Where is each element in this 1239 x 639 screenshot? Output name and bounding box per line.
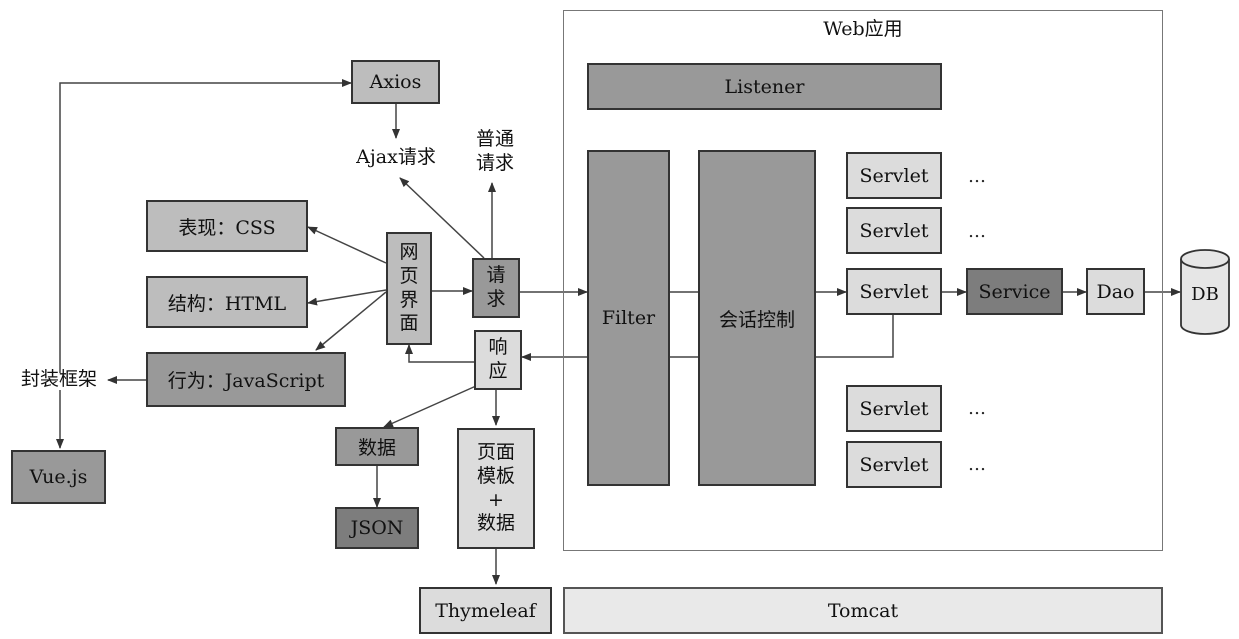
webapp-title: Web应用 (823, 18, 903, 40)
session-control-box: 会话控制 (698, 150, 816, 486)
normal-request-label: 普通 请求 (475, 128, 514, 174)
ellipsis-1: … (968, 166, 988, 187)
servlet-box-1: Servlet (846, 152, 942, 199)
db-label: DB (1191, 284, 1219, 305)
arrow-page-html (307, 289, 387, 306)
filter-box: Filter (587, 150, 670, 486)
ellipsis-2: … (968, 221, 988, 242)
template-data-box: 页面 模板 + 数据 (457, 428, 535, 549)
arrow-response-data (383, 385, 477, 428)
ellipsis-4: … (968, 454, 988, 475)
ajax-request-label: Ajax请求 (356, 146, 436, 168)
servlet-box-2: Servlet (846, 207, 942, 254)
dao-box: Dao (1086, 268, 1145, 315)
vuejs-box: Vue.js (11, 450, 106, 504)
arrow-request-ajax (399, 177, 485, 259)
web-application-container (563, 10, 1163, 551)
axios-box: Axios (351, 60, 440, 104)
servlet-box-4: Servlet (846, 385, 942, 432)
service-box: Service (966, 268, 1063, 315)
json-box: JSON (335, 507, 419, 549)
framework-label: 封装框架 (20, 368, 97, 390)
tomcat-box: Tomcat (563, 587, 1163, 634)
arrow-page-css (307, 226, 387, 264)
servlet-box-5: Servlet (846, 441, 942, 488)
response-box: 响 应 (474, 330, 522, 390)
listener-box: Listener (587, 63, 942, 110)
javascript-box: 行为：JavaScript (146, 352, 346, 407)
arrow-response-page (405, 344, 474, 363)
request-box: 请 求 (472, 258, 520, 318)
database-icon (1180, 249, 1230, 335)
arrow-page-js (315, 291, 387, 351)
data-box: 数据 (335, 427, 419, 466)
servlet-box-3: Servlet (846, 268, 942, 315)
html-box: 结构：HTML (146, 276, 308, 328)
ellipsis-3: … (968, 398, 988, 419)
arrow-framework-axios (59, 79, 352, 373)
css-box: 表现：CSS (146, 200, 308, 252)
web-page-box: 网 页 界 面 (386, 232, 432, 345)
thymeleaf-box: Thymeleaf (419, 587, 552, 634)
